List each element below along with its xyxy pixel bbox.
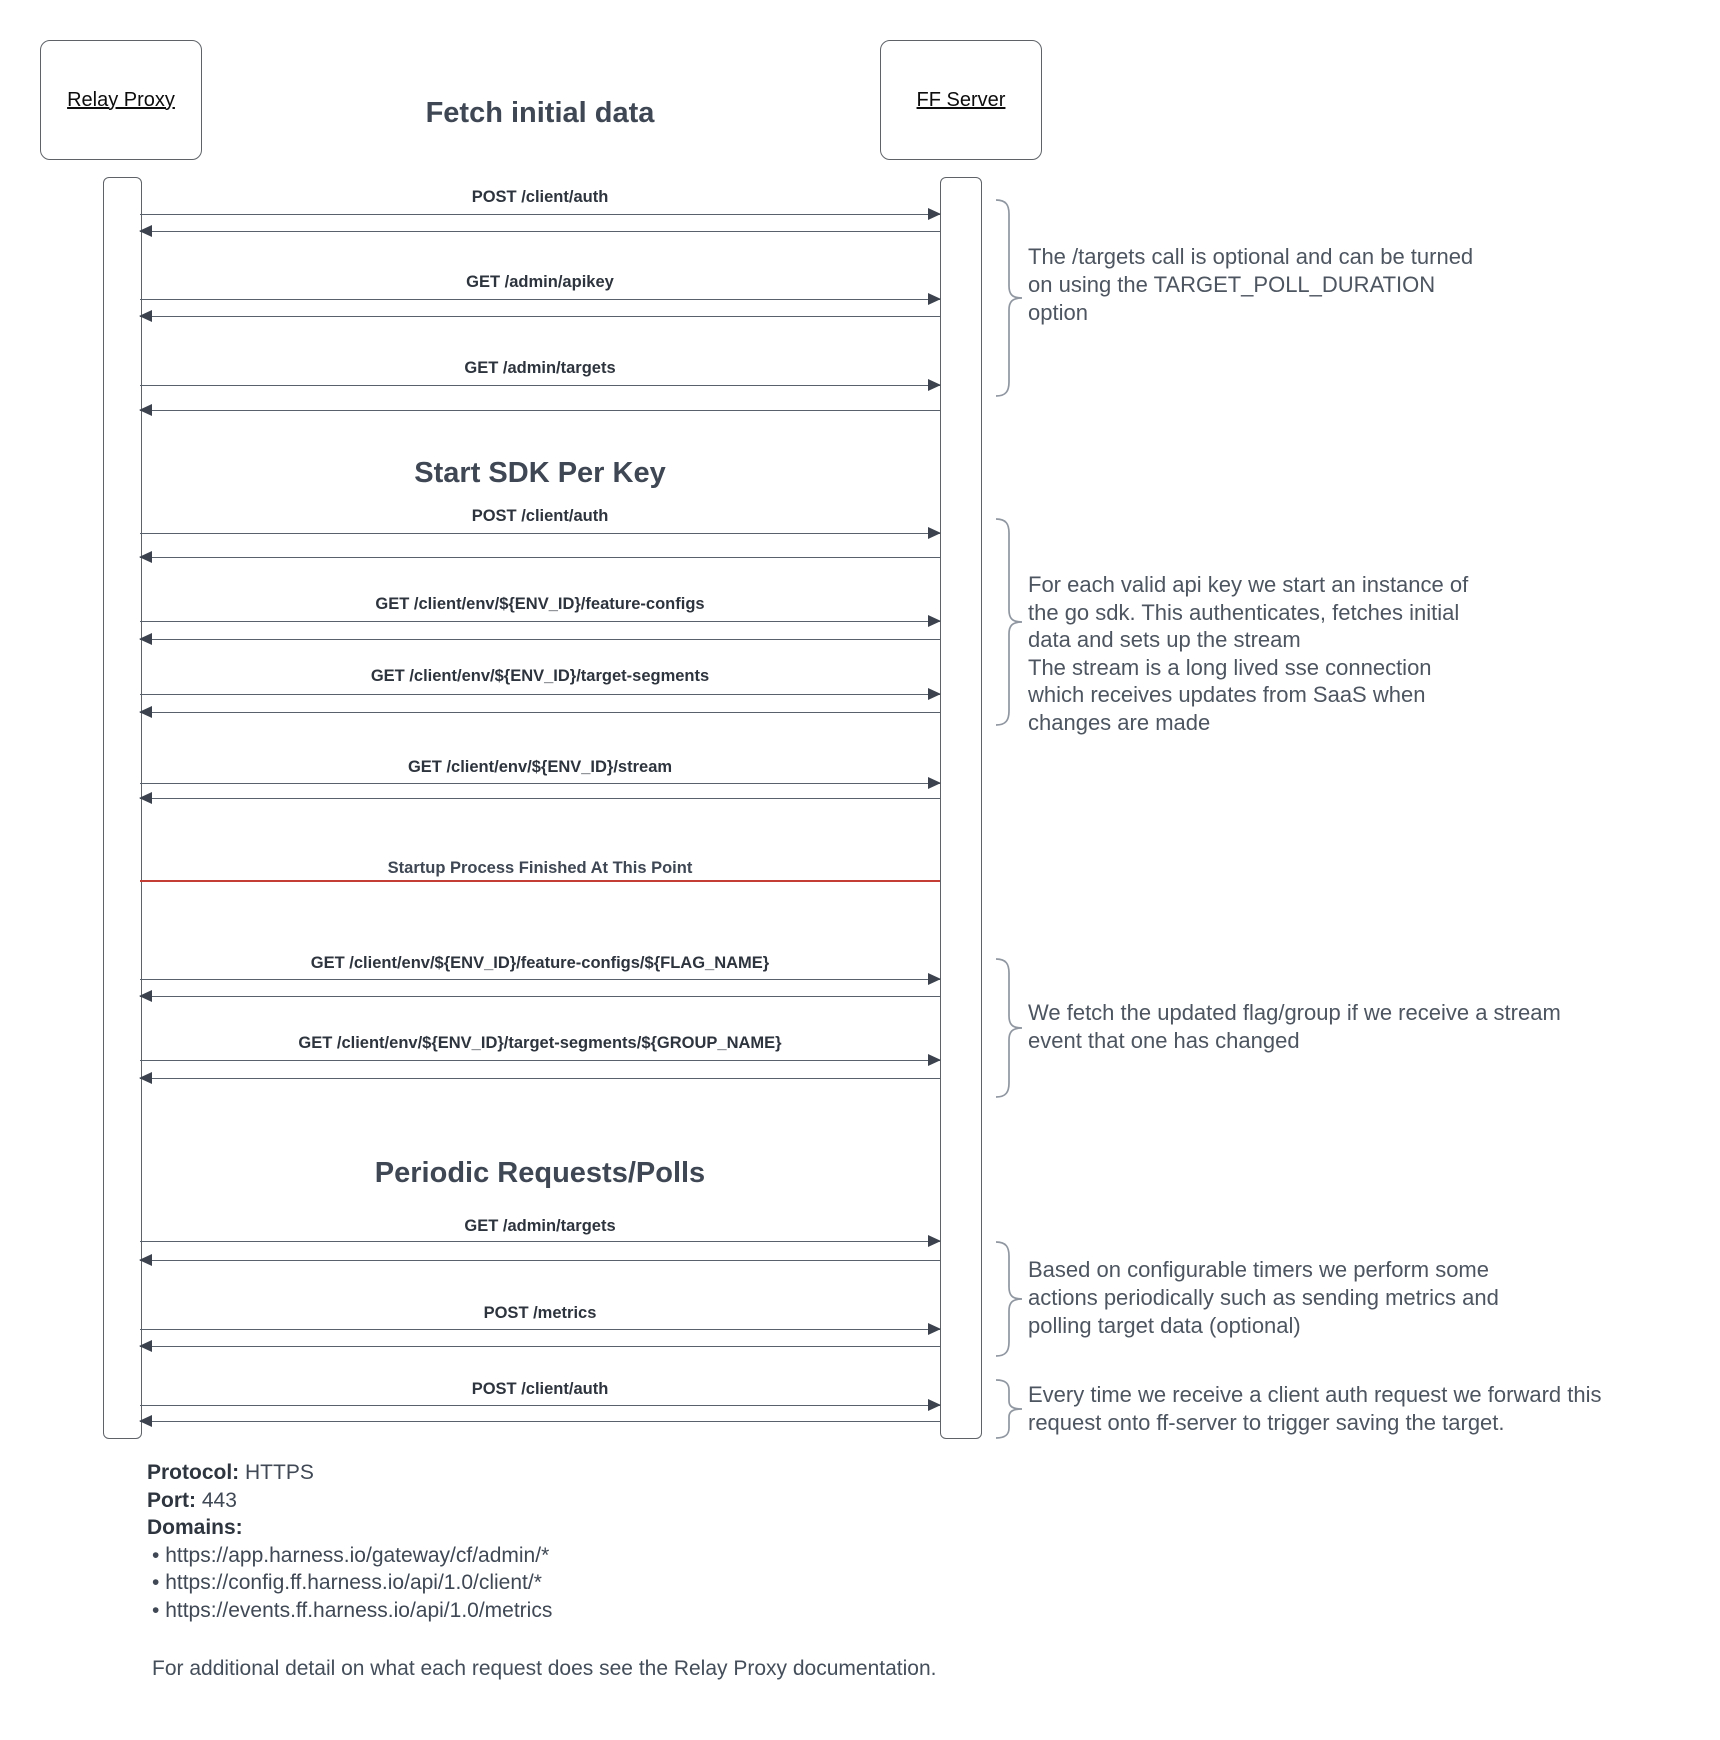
arrowhead-left-icon [139, 990, 152, 1002]
response-arrow [139, 404, 940, 416]
arrowhead-right-icon [928, 1235, 941, 1247]
section-title-fetch-initial-data: Fetch initial data [425, 97, 655, 129]
startup-separator-line [140, 880, 940, 882]
message-label: POST /client/auth [471, 1380, 609, 1398]
arrowhead-left-icon [139, 1415, 152, 1427]
arrowhead-left-icon [139, 1072, 152, 1084]
request-arrow [140, 973, 941, 985]
arrowhead-right-icon [928, 973, 941, 985]
request-arrow [140, 293, 941, 305]
actor-ff-server: FF Server [880, 40, 1042, 160]
annotation-sdk-per-key: For each valid api key we start an insta… [1028, 572, 1469, 735]
port-label: Port: [147, 1488, 196, 1512]
arrowhead-right-icon [928, 688, 941, 700]
arrowhead-right-icon [928, 1323, 941, 1335]
message-label: GET /client/env/${ENV_ID}/stream [407, 758, 673, 776]
annotation-targets-optional: The /targets call is optional and can be… [1028, 244, 1474, 325]
startup-separator-label: Startup Process Finished At This Point [387, 859, 693, 877]
response-arrow [139, 1415, 940, 1427]
request-arrow [140, 208, 941, 220]
message-label: POST /client/auth [471, 188, 609, 206]
domain-item: • https://config.ff.harness.io/api/1.0/c… [147, 1569, 552, 1597]
curly-brace-icon [995, 1379, 1023, 1439]
bullet-icon: • [152, 1543, 160, 1567]
port-value: 443 [196, 1488, 237, 1512]
arrowhead-right-icon [928, 379, 941, 391]
domain-url: https://config.ff.harness.io/api/1.0/cli… [159, 1571, 542, 1594]
arrowhead-left-icon [139, 404, 152, 416]
request-arrow [140, 777, 941, 789]
message-label: POST /metrics [483, 1304, 597, 1322]
message-label: GET /client/env/${ENV_ID}/target-segment… [298, 1034, 782, 1052]
arrowhead-left-icon [139, 1254, 152, 1266]
actor-relay-proxy: Relay Proxy [40, 40, 202, 160]
arrowhead-left-icon [139, 633, 152, 645]
lifeline-bar-ff-server [940, 177, 982, 1439]
arrowhead-left-icon [139, 792, 152, 804]
bullet-icon: • [152, 1598, 160, 1622]
message-label: POST /client/auth [471, 507, 609, 525]
arrowhead-right-icon [928, 777, 941, 789]
message-label: GET /admin/apikey [466, 273, 614, 291]
protocol-line: Protocol: HTTPS [147, 1459, 552, 1487]
section-title-start-sdk-per-key: Start SDK Per Key [414, 457, 666, 489]
actor-relay-proxy-label: Relay Proxy [67, 88, 175, 111]
request-arrow [140, 1054, 941, 1066]
curly-brace-icon [995, 199, 1023, 397]
port-line: Port: 443 [147, 1487, 552, 1515]
annotation-fetch-updated-flag: We fetch the updated flag/group if we re… [1028, 1000, 1561, 1053]
arrowhead-right-icon [928, 293, 941, 305]
arrowhead-right-icon [928, 615, 941, 627]
response-arrow [139, 1254, 940, 1266]
response-arrow [139, 225, 940, 237]
arrowhead-left-icon [139, 551, 152, 563]
arrowhead-right-icon [928, 1054, 941, 1066]
arrowhead-right-icon [928, 527, 941, 539]
annotation-client-auth-forward: Every time we receive a client auth requ… [1028, 1382, 1602, 1435]
response-arrow [139, 551, 940, 563]
domain-item: • https://events.ff.harness.io/api/1.0/m… [147, 1597, 552, 1625]
arrowhead-right-icon [928, 1399, 941, 1411]
response-arrow [139, 633, 940, 645]
actor-ff-server-label: FF Server [916, 88, 1006, 111]
request-arrow [140, 615, 941, 627]
message-label: GET /admin/targets [464, 1217, 616, 1235]
message-label: GET /client/env/${ENV_ID}/feature-config… [375, 595, 705, 613]
curly-brace-icon [995, 1241, 1023, 1357]
message-label: GET /admin/targets [464, 359, 616, 377]
response-arrow [139, 1340, 940, 1352]
domains-label: Domains: [147, 1516, 243, 1539]
protocol-value: HTTPS [239, 1461, 314, 1484]
connection-info: Protocol: HTTPS Port: 443 Domains: • htt… [147, 1459, 552, 1624]
request-arrow [140, 1399, 941, 1411]
message-label: GET /client/env/${ENV_ID}/target-segment… [370, 667, 710, 685]
message-label: GET /client/env/${ENV_ID}/feature-config… [310, 954, 770, 972]
domain-url: https://app.harness.io/gateway/cf/admin/… [159, 1543, 550, 1567]
curly-brace-icon [995, 518, 1023, 726]
curly-brace-icon [995, 958, 1023, 1098]
arrowhead-left-icon [139, 225, 152, 237]
response-arrow [139, 1072, 940, 1084]
domain-url: https://events.ff.harness.io/api/1.0/met… [159, 1598, 553, 1622]
request-arrow [140, 527, 941, 539]
arrowhead-left-icon [139, 310, 152, 322]
domain-item: • https://app.harness.io/gateway/cf/admi… [147, 1542, 552, 1570]
footnote: For additional detail on what each reque… [152, 1657, 937, 1680]
response-arrow [139, 990, 940, 1002]
arrowhead-left-icon [139, 1340, 152, 1352]
lifeline-bar-relay-proxy [103, 177, 142, 1439]
protocol-label: Protocol: [147, 1461, 240, 1484]
request-arrow [140, 1323, 941, 1335]
arrowhead-right-icon [928, 208, 941, 220]
arrowhead-left-icon [139, 706, 152, 718]
section-title-periodic-requests: Periodic Requests/Polls [374, 1157, 706, 1189]
bullet-icon: • [152, 1571, 160, 1594]
response-arrow [139, 706, 940, 718]
request-arrow [140, 1235, 941, 1247]
response-arrow [139, 310, 940, 322]
request-arrow [140, 379, 941, 391]
request-arrow [140, 688, 941, 700]
annotation-periodic-timers: Based on configurable timers we perform … [1028, 1257, 1499, 1338]
response-arrow [139, 792, 940, 804]
